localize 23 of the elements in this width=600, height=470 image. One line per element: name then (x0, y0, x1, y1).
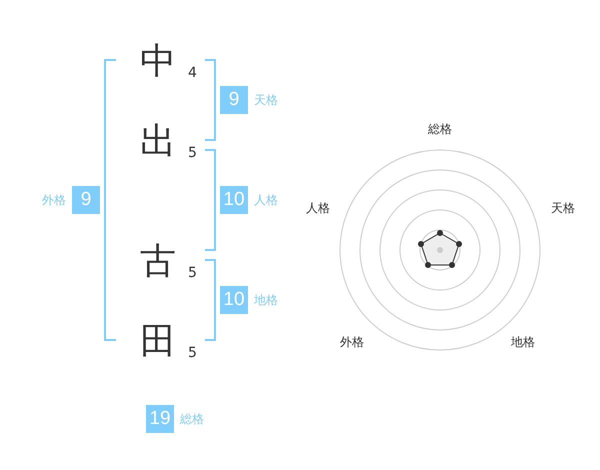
grid-label: 人格 (254, 193, 278, 207)
number-box: 9 (220, 86, 248, 114)
axis-label: 地格 (511, 336, 535, 348)
number-box: 10 (220, 286, 248, 314)
axis-label: 外格 (340, 336, 364, 348)
number-box: 9 (72, 186, 100, 214)
stroke-count: 5 (188, 346, 197, 360)
kanji-character: 古 (140, 244, 176, 280)
number-box: 19 (146, 405, 174, 433)
grid-label: 外格 (42, 193, 66, 207)
axis-label: 天格 (551, 202, 575, 214)
number-box: 10 (220, 186, 248, 214)
stroke-count: 5 (188, 146, 197, 160)
stroke-count: 4 (188, 66, 197, 80)
grid-label: 地格 (254, 293, 278, 307)
kanji-character: 中 (140, 44, 176, 80)
kanji-character: 田 (140, 324, 176, 360)
axis-label: 人格 (306, 202, 330, 214)
stroke-count: 5 (188, 266, 197, 280)
kanji-character: 出 (140, 124, 176, 160)
axis-label: 総格 (428, 123, 452, 135)
grid-label: 天格 (254, 93, 278, 107)
grid-label: 総格 (180, 412, 204, 426)
